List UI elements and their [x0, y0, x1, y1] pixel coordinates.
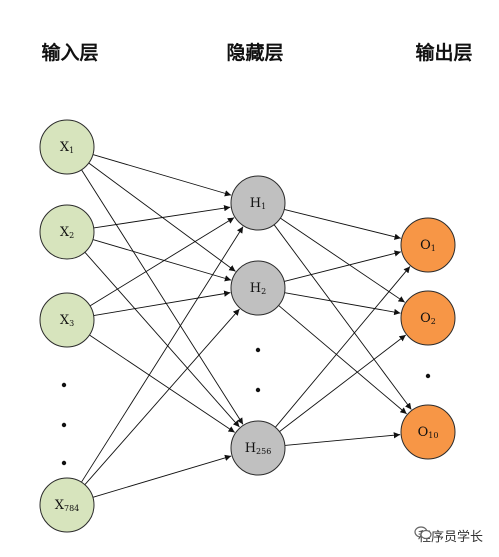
edge-hidden-1-output-1 — [284, 292, 401, 316]
input-node-circle — [39, 292, 95, 348]
input-ellipsis-dot-2 — [61, 460, 67, 466]
output-node-label: O2 — [420, 311, 436, 326]
input-node-x3: X3 — [39, 292, 95, 348]
edge-input-3-hidden-1 — [84, 308, 240, 486]
hidden-layer-title: 隐藏层 — [226, 42, 284, 64]
output-node-label: O10 — [418, 425, 439, 440]
hidden-node-h1: H1 — [230, 175, 286, 231]
watermark-text: 程序员学长 — [417, 530, 483, 545]
input-node-label: X784 — [55, 498, 80, 513]
output-layer-title: 输出层 — [415, 42, 473, 64]
edge-input-0-hidden-2 — [81, 169, 244, 425]
watermark: 程序员学长 — [414, 526, 483, 545]
input-ellipsis-dot-1 — [61, 422, 67, 428]
edge-input-1-hidden-2 — [84, 251, 240, 428]
edge-hidden-2-output-1 — [279, 334, 407, 432]
edge-hidden-2-output-0 — [274, 266, 411, 428]
edge-input-2-hidden-0 — [89, 217, 235, 307]
edge-input-0-hidden-0 — [92, 154, 232, 197]
input-ellipsis-dot-0 — [61, 382, 67, 388]
output-node-o1: O1 — [400, 217, 456, 273]
hidden-node-circle — [230, 420, 286, 476]
output-node-circle — [400, 290, 456, 346]
edge-hidden-0-output-1 — [280, 217, 406, 303]
edge-hidden-0-output-0 — [284, 209, 401, 240]
output-node-circle — [400, 404, 456, 460]
input-node-label: X3 — [60, 313, 74, 328]
edge-hidden-1-output-2 — [278, 305, 407, 415]
edge-input-3-hidden-0 — [81, 226, 244, 483]
hidden-node-h2: H2 — [230, 260, 286, 316]
hidden-node-circle — [230, 260, 286, 316]
output-ellipsis-dot-0 — [425, 373, 431, 379]
input-node-circle — [39, 477, 95, 533]
hidden-ellipsis-dot-0 — [255, 347, 261, 353]
hidden-node-label: H2 — [250, 281, 266, 296]
edge-input-2-hidden-2 — [89, 334, 235, 433]
output-node-o10: O10 — [400, 404, 456, 460]
input-node-x1: X1 — [39, 119, 95, 175]
hidden-node-label: H256 — [245, 441, 272, 456]
output-node-circle — [400, 217, 456, 273]
output-node-label: O1 — [420, 238, 436, 253]
hidden-node-circle — [230, 175, 286, 231]
edge-hidden-2-output-2 — [284, 432, 401, 446]
input-node-x784: X784 — [39, 477, 95, 533]
input-node-label: X1 — [60, 140, 74, 155]
edge-input-1-hidden-1 — [92, 239, 232, 282]
hidden-node-label: H1 — [250, 196, 266, 211]
edge-hidden-0-output-2 — [273, 224, 412, 410]
output-node-o2: O2 — [400, 290, 456, 346]
ellipsis-dots — [61, 347, 431, 466]
input-node-label: X2 — [60, 225, 74, 240]
hidden-node-h256: H256 — [230, 420, 286, 476]
input-node-circle — [39, 119, 95, 175]
edge-input-3-hidden-2 — [92, 454, 232, 498]
input-layer-title: 输入层 — [41, 42, 99, 64]
connections — [81, 154, 412, 498]
edge-hidden-1-output-0 — [284, 250, 401, 282]
input-node-x2: X2 — [39, 204, 95, 260]
input-node-circle — [39, 204, 95, 260]
hidden-ellipsis-dot-1 — [255, 387, 261, 393]
edge-input-2-hidden-1 — [93, 290, 231, 316]
edge-input-1-hidden-0 — [93, 205, 231, 229]
